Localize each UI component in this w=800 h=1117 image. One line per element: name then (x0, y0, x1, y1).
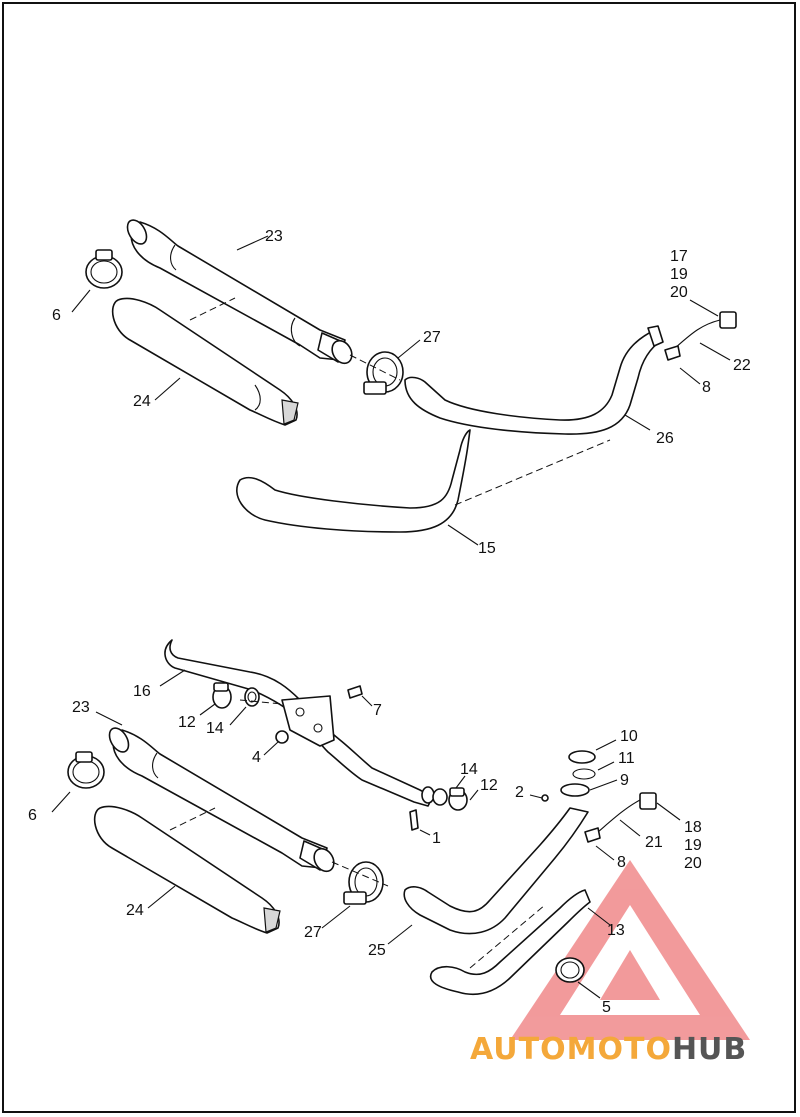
mounting-bracket-16 (164, 639, 435, 807)
callout-26-upper: 26 (656, 430, 674, 447)
lower-align-line-4 (469, 904, 546, 969)
callout-18-lower: 18 (684, 819, 702, 836)
callout-6-upper: 6 (52, 307, 61, 324)
upper-align-line-3 (454, 439, 611, 506)
lower-spring-2 (541, 794, 549, 802)
lower-washer-14-right (432, 788, 448, 806)
lower-align-line-2 (331, 861, 389, 887)
callout-20-lower: 20 (684, 855, 702, 872)
retaining-ring-11 (572, 768, 596, 780)
callout-6-lower: 6 (28, 807, 37, 824)
upper-clamp-6 (85, 249, 123, 289)
callout-14-lower-left: 14 (206, 720, 224, 737)
callout-12-lower-right: 12 (480, 777, 498, 794)
callout-2-lower: 2 (515, 784, 524, 801)
lower-muffler-shield (93, 805, 281, 934)
callout-25-lower: 25 (368, 942, 386, 959)
head-pipe-25 (403, 807, 589, 935)
callout-12-lower-left: 12 (178, 714, 196, 731)
upper-clamp-27 (363, 351, 404, 395)
callout-27-upper: 27 (423, 329, 441, 346)
callout-13-lower: 13 (607, 922, 625, 939)
lower-align-line-1 (169, 807, 216, 831)
callout-10-lower: 10 (620, 728, 638, 745)
upper-o2-sensor (664, 311, 737, 361)
watermark-logo-mark (510, 860, 750, 1040)
lower-clamp-27 (343, 861, 384, 905)
gasket-10 (568, 750, 596, 764)
callout-5-lower: 5 (602, 999, 611, 1016)
lower-clamp-12-right (448, 787, 468, 811)
callout-17-upper: 17 (670, 248, 688, 265)
callout-9-lower: 9 (620, 772, 629, 789)
lower-bolt-1 (409, 809, 419, 831)
callout-24-upper: 24 (133, 393, 151, 410)
watermark-text-hub: HUB (671, 1032, 748, 1067)
callout-20-upper: 20 (670, 284, 688, 301)
upper-muffler-shield (111, 297, 299, 426)
flange-9 (560, 783, 590, 797)
watermark-text-moto: MOTO (566, 1032, 672, 1067)
callout-16-lower: 16 (133, 683, 151, 700)
callout-19-lower: 19 (684, 837, 702, 854)
upper-assembly: 23 6 24 27 17 19 20 22 8 26 15 (52, 219, 751, 557)
head-pipe-15 (236, 429, 471, 533)
watermark-text-auto: AUTO (470, 1032, 567, 1067)
callout-27-lower: 27 (304, 924, 322, 941)
lower-o2-sensor (584, 792, 657, 843)
callout-23-lower: 23 (72, 699, 90, 716)
head-pipe-13 (429, 889, 591, 996)
callout-8-lower: 8 (617, 854, 626, 871)
callout-4-lower: 4 (252, 749, 261, 766)
callout-7-lower: 7 (373, 702, 382, 719)
callout-21-lower: 21 (645, 834, 663, 851)
callout-19-upper: 19 (670, 266, 688, 283)
callout-14-lower-right: 14 (460, 761, 478, 778)
lower-clamp-6 (67, 751, 105, 789)
lower-muffler-body (108, 727, 335, 873)
head-pipe-26 (404, 325, 664, 435)
lower-washer-14-left (244, 687, 260, 707)
upper-align-line-2 (349, 354, 401, 381)
callout-22-upper: 22 (733, 357, 751, 374)
callout-1-lower: 1 (432, 830, 441, 847)
callout-15-upper: 15 (478, 540, 496, 557)
lower-nut-4 (275, 730, 289, 744)
lower-clamp-12-left (212, 682, 232, 709)
upper-align-line-1 (189, 297, 236, 321)
watermark-logo-text: AUTOMOTOHUB (470, 1032, 747, 1067)
callout-8-upper: 8 (702, 379, 711, 396)
callout-23-upper: 23 (265, 228, 283, 245)
clamp-5 (555, 957, 585, 983)
callout-24-lower: 24 (126, 902, 144, 919)
lower-assembly: 16 23 12 14 7 4 6 10 11 9 14 12 2 1 18 2… (28, 639, 702, 1016)
callout-11-lower: 11 (618, 750, 635, 767)
upper-muffler-body (126, 219, 353, 365)
lower-align-line-3 (239, 699, 283, 705)
lower-bolt-7 (347, 685, 363, 699)
